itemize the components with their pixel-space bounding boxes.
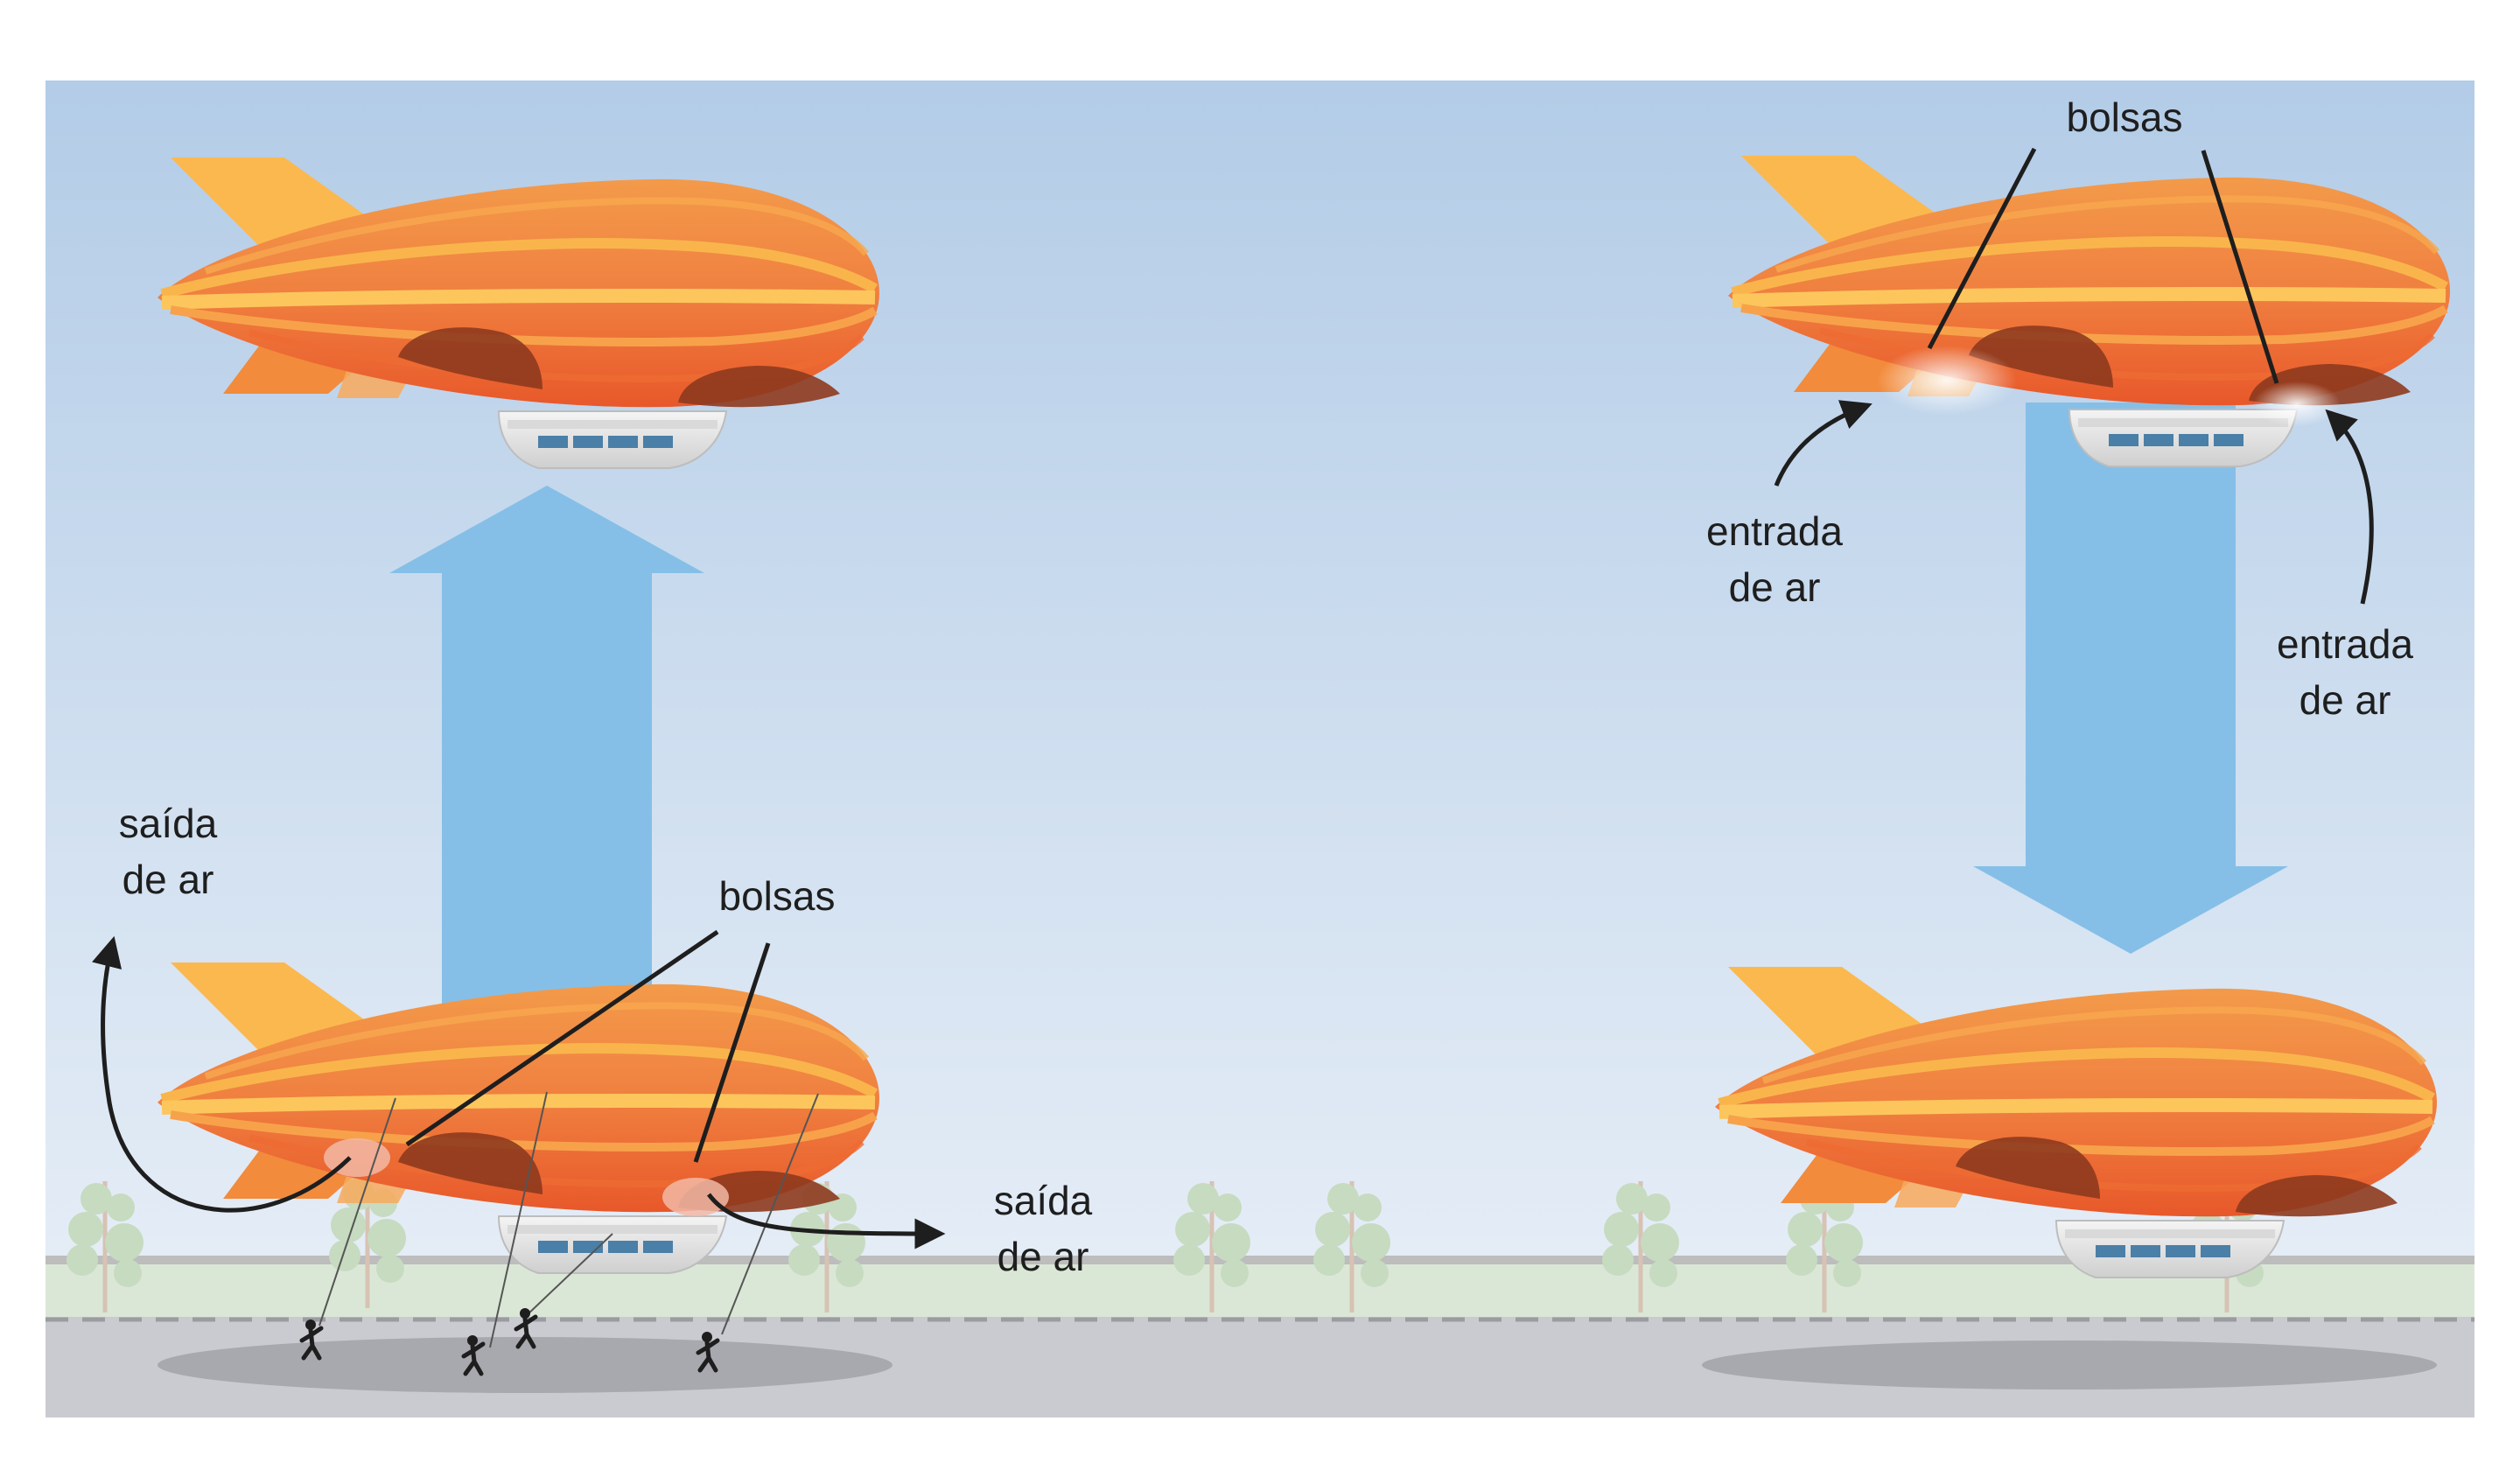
label-exit-top-line2: de ar	[122, 857, 214, 902]
up-arrow	[389, 486, 704, 1041]
label-intake-left-line2: de ar	[1729, 564, 1821, 610]
air-puff	[2253, 382, 2341, 427]
label-exit-bottom-line1: saída	[994, 1178, 1093, 1223]
exit-arrow-top	[92, 935, 352, 1213]
fence-line	[46, 1256, 2474, 1264]
label-exit-bottom-line2: de ar	[998, 1234, 1089, 1279]
label-exit-top-line1: saída	[119, 801, 218, 846]
exit-arrow-bottom	[707, 1193, 946, 1250]
bags-leader-1	[405, 929, 719, 1147]
label-bags-left: bolsas	[719, 873, 836, 919]
intake-arrow-right	[2325, 409, 2374, 605]
shadow-left	[158, 1337, 892, 1393]
grass-strip	[46, 1256, 2474, 1317]
label-bags-right: bolsas	[2067, 94, 2183, 140]
bags-leader-3	[1927, 147, 2037, 350]
bags-leader-4	[2201, 150, 2279, 384]
label-intake-left-line1: entrada	[1706, 508, 1843, 554]
ground-crew	[302, 1091, 819, 1374]
shadow-right	[1702, 1340, 2437, 1390]
down-arrow	[1973, 402, 2288, 954]
intake-arrow-left	[1774, 400, 1872, 486]
label-intake-right-line1: entrada	[2277, 621, 2413, 667]
left-annotations: saída de ar bolsas saída de ar	[92, 801, 1093, 1279]
bags-leader-2	[693, 942, 771, 1163]
right-annotations: bolsas entrada de ar entrada de ar	[1706, 94, 2413, 723]
label-intake-right-line2: de ar	[2300, 677, 2391, 723]
air-puff	[662, 1178, 729, 1216]
air-puff	[1877, 346, 2017, 416]
